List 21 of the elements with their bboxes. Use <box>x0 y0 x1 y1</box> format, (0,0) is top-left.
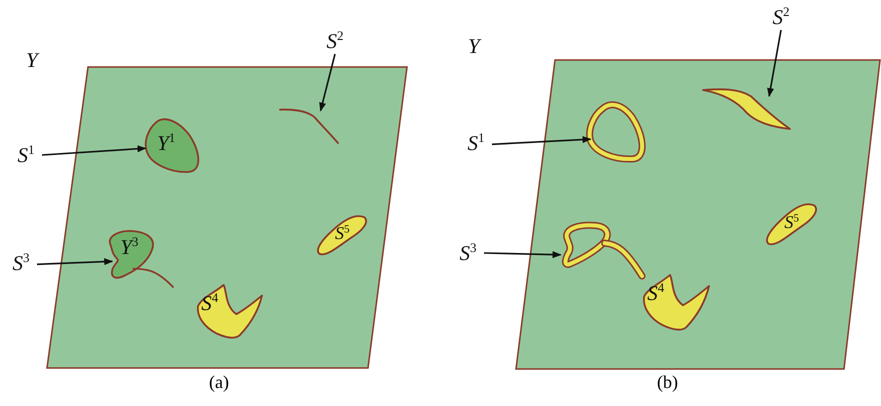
region-label: S$^{4}$ <box>647 283 664 304</box>
region-label: S$^{4}$ <box>201 292 218 314</box>
variable-label: S$^{2}$ <box>766 4 796 30</box>
arrow <box>484 251 562 258</box>
panel-caption: (b) <box>657 372 678 393</box>
space-label: Y <box>468 36 480 57</box>
variable-label: S$^{3}$ <box>5 250 37 276</box>
arrow <box>766 30 782 97</box>
variable-label: S$^{2}$ <box>320 28 350 54</box>
variable-label: S$^{1}$ <box>460 130 492 156</box>
region-label: Y$^{3}$ <box>120 236 138 258</box>
panel-caption: (a) <box>209 372 229 393</box>
space-label: Y <box>26 50 38 71</box>
region-label: S$^{5}$ <box>335 224 350 242</box>
arrow <box>492 136 592 146</box>
region-label: S$^{5}$ <box>784 212 799 231</box>
variable-label: S$^{3}$ <box>452 240 484 266</box>
variable-label: S$^{1}$ <box>10 142 42 168</box>
arrow <box>42 145 146 156</box>
region-label: Y$^{1}$ <box>157 133 176 154</box>
arrow <box>36 258 113 266</box>
